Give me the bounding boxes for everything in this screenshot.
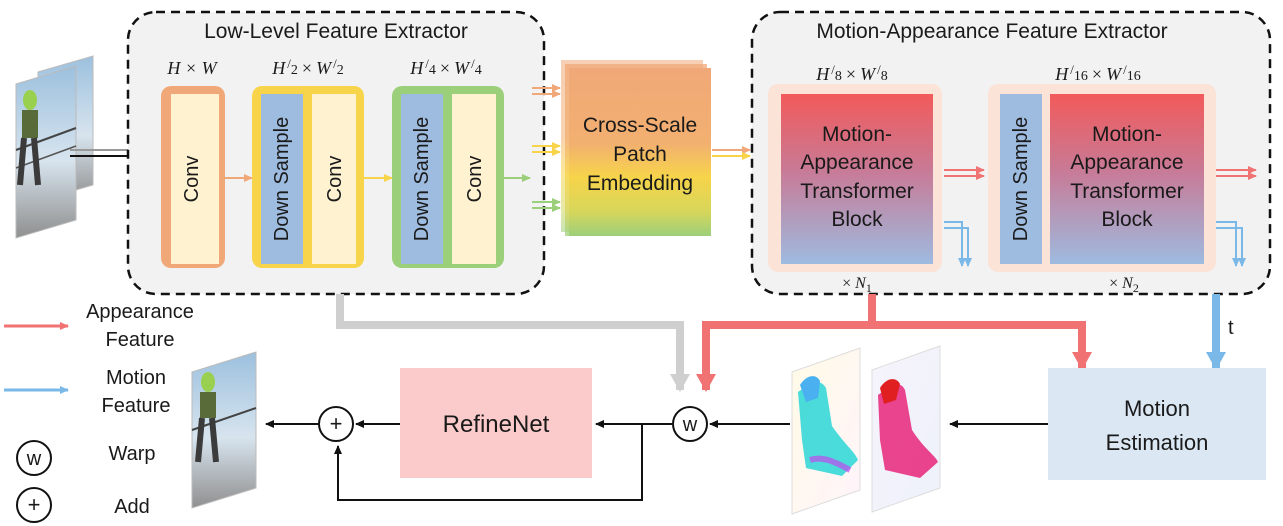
- warp-node-symbol: w: [682, 414, 698, 436]
- down-sample-block-1: [261, 94, 303, 264]
- legend-add-symbol: +: [28, 492, 41, 517]
- refinenet-label: RefineNet: [443, 411, 550, 438]
- legend-appearance-line2: Feature: [106, 329, 175, 351]
- cross-scale-line3: Embedding: [587, 172, 693, 195]
- low-level-skip-connector: [336, 294, 690, 392]
- down-sample-label-2: Down Sample: [411, 117, 433, 242]
- motion-estimation-line1: Motion: [1124, 396, 1190, 421]
- legend-motion-line2: Feature: [102, 395, 171, 417]
- legend-appearance-line1: Appearance: [86, 301, 194, 323]
- mat-block-1-line2: Appearance: [800, 151, 913, 174]
- low-level-title: Low-Level Feature Extractor: [204, 20, 468, 43]
- res-label-5: H/16×W/16: [1054, 62, 1140, 84]
- motion-appearance-feature-extractor: Motion-Appearance Feature Extractor H/8×…: [750, 10, 1272, 296]
- low-level-feature-extractor: Low-Level Feature Extractor H × W H/2×W/…: [126, 10, 546, 296]
- conv-label-1: Conv: [181, 156, 203, 203]
- conv-block-2: [312, 94, 356, 264]
- embedding-output-arrows: [712, 146, 751, 160]
- legend-warp-symbol: w: [26, 448, 42, 470]
- mat-block-1-line3: Transformer: [800, 180, 914, 203]
- mat-block-2-line3: Transformer: [1070, 180, 1184, 203]
- legend-warp-label: Warp: [108, 443, 155, 465]
- output-frame: [191, 351, 257, 509]
- legend-warp-icon: [16, 440, 52, 476]
- conv-label-2: Conv: [324, 156, 346, 203]
- n2-label: ×N2: [1109, 275, 1139, 295]
- down-sample-label-3: Down Sample: [1010, 117, 1032, 242]
- n1-label: ×N1: [842, 275, 872, 295]
- flow-maps: [791, 345, 941, 515]
- cross-scale-line2: Patch: [613, 143, 667, 166]
- mat-block-2-line1: Motion-: [1092, 123, 1162, 146]
- mat-block-2-line2: Appearance: [1070, 151, 1183, 174]
- residual-connector: [334, 424, 643, 501]
- res-label-4: H/8×W/8: [815, 62, 887, 84]
- legend-add-icon: [16, 487, 52, 523]
- conv-block-1: [171, 94, 219, 264]
- mat-block-1-line4: Block: [831, 208, 883, 231]
- conv-block-3: [452, 94, 496, 264]
- warp-node: [672, 406, 708, 442]
- add-node-symbol: +: [330, 411, 343, 436]
- legend-motion-line1: Motion: [106, 367, 166, 389]
- input-frame-person: [23, 90, 37, 110]
- mat-block-2: [1050, 94, 1204, 264]
- res-label-1: H × W: [166, 58, 218, 78]
- res-label-3: H/4×W/4: [409, 56, 481, 78]
- res-label-2: H/2×W/2: [271, 56, 343, 78]
- conv-label-3: Conv: [464, 156, 486, 203]
- legend: Appearance Feature Motion Feature w Warp…: [4, 301, 194, 523]
- appearance-to-warp-connector: [696, 294, 876, 392]
- mat-block-1-line1: Motion-: [822, 123, 892, 146]
- down-sample-block-3: [1000, 94, 1042, 264]
- motion-estimation-line2: Estimation: [1106, 430, 1209, 455]
- refinenet-block: [400, 368, 592, 478]
- add-node: [318, 406, 354, 442]
- input-frames: [15, 55, 141, 239]
- down-sample-label-1: Down Sample: [271, 117, 293, 242]
- cross-scale-patch-embedding: Cross-Scale Patch Embedding: [561, 60, 711, 236]
- embedding-input-arrows: [532, 84, 561, 212]
- time-label: t: [1228, 317, 1234, 339]
- mat-block-2-line4: Block: [1101, 208, 1153, 231]
- motion-appearance-title: Motion-Appearance Feature Extractor: [816, 20, 1167, 43]
- mat-block-1: [781, 94, 933, 264]
- appearance-to-estimation-connector: [872, 321, 1092, 370]
- down-sample-block-2: [401, 94, 443, 264]
- feature-connectors: t: [336, 294, 1234, 392]
- legend-add-label: Add: [114, 496, 150, 518]
- motion-estimation-block: [1048, 368, 1266, 480]
- cross-scale-block: [569, 68, 711, 236]
- cross-scale-line1: Cross-Scale: [583, 114, 697, 137]
